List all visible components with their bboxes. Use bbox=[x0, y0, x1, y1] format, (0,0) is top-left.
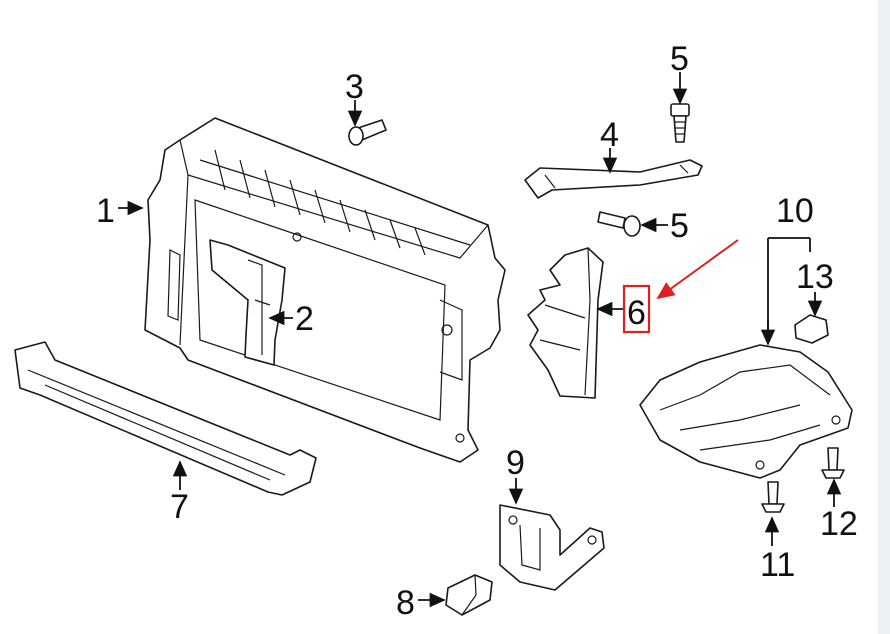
callout-7: 7 bbox=[170, 488, 189, 526]
callout-2: 2 bbox=[295, 300, 314, 338]
callout-4: 4 bbox=[600, 116, 619, 154]
bolt-part-5-top bbox=[670, 103, 690, 143]
scrollbar-track[interactable] bbox=[878, 0, 890, 634]
center-bracket-part bbox=[209, 239, 286, 366]
callout-12: 12 bbox=[820, 505, 858, 543]
bracket-part bbox=[499, 504, 605, 591]
upper-strip-part bbox=[524, 159, 703, 199]
bolt-part-12 bbox=[821, 447, 845, 479]
clip-nut-part bbox=[794, 314, 829, 344]
underbody-shield-part bbox=[639, 344, 853, 479]
highlight-box bbox=[622, 284, 651, 334]
callout-3: 3 bbox=[345, 68, 364, 106]
bolt-part-3 bbox=[348, 119, 387, 146]
lower-deflector-part bbox=[14, 341, 317, 496]
radiator-support-part bbox=[144, 117, 506, 463]
leader-lines bbox=[118, 72, 842, 608]
callout-11: 11 bbox=[760, 546, 795, 584]
highlight-arrow bbox=[656, 239, 739, 300]
callout-1: 1 bbox=[96, 192, 115, 230]
callout-6: 6 bbox=[627, 294, 646, 332]
callout-8: 8 bbox=[396, 584, 415, 622]
callout-13: 13 bbox=[796, 258, 834, 296]
callout-5-top: 5 bbox=[670, 40, 689, 78]
bolt-part-5-side bbox=[597, 211, 641, 237]
callout-5-side: 5 bbox=[670, 207, 689, 245]
sensor-part bbox=[445, 574, 493, 616]
bolt-part-11 bbox=[761, 481, 785, 513]
air-guide-part bbox=[527, 247, 604, 399]
callout-10: 10 bbox=[776, 192, 814, 230]
callout-9: 9 bbox=[506, 444, 525, 482]
